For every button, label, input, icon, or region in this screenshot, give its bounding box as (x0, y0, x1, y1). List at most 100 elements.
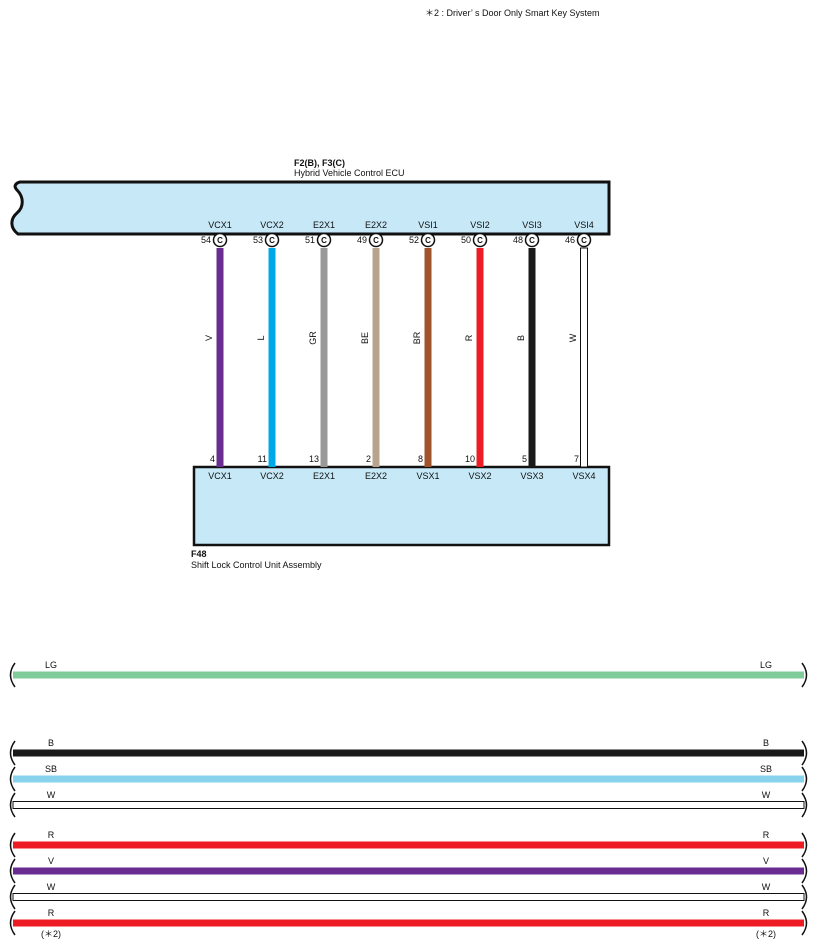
bus-label-right-7: R (763, 908, 770, 918)
connector-terminal-6 (524, 232, 540, 248)
bottom-terminal-label-7: VSX4 (572, 471, 595, 481)
connector-mark-2: C (321, 236, 327, 245)
wire-color-code-5: R (464, 334, 474, 341)
bus-break-left-5 (9, 858, 16, 884)
connector-terminal-0 (212, 232, 228, 248)
bus-note-right-7: (＊2) (756, 929, 776, 939)
connector-terminal-4 (420, 232, 436, 248)
wire-color-code-3: BE (360, 332, 370, 344)
bottom-pin-number-1: 11 (258, 454, 267, 464)
ecu-top-name: Hybrid Vehicle Control ECU (294, 168, 405, 178)
bus-break-right-7 (801, 910, 808, 936)
top-pin-number-1: 53 (253, 235, 263, 245)
bus-break-left-1 (9, 740, 16, 766)
bus-label-right-1: B (763, 738, 769, 748)
bus-break-right-3 (801, 792, 808, 818)
top-terminal-label-6: VSI3 (522, 220, 542, 230)
top-pin-number-5: 50 (461, 235, 471, 245)
top-pin-number-6: 48 (513, 235, 523, 245)
bus-label-left-6: W (47, 882, 56, 892)
wire-line-7 (580, 247, 588, 468)
bus-line-6 (12, 893, 805, 901)
top-terminal-label-1: VCX2 (260, 220, 284, 230)
top-terminal-label-4: VSI1 (418, 220, 438, 230)
bus-label-left-5: V (48, 856, 54, 866)
connector-terminal-7 (576, 232, 592, 248)
bottom-pin-number-5: 10 (465, 454, 475, 464)
ecu-bottom-name: Shift Lock Control Unit Assembly (191, 560, 322, 570)
bottom-terminal-label-0: VCX1 (208, 471, 232, 481)
bus-break-right-2 (801, 766, 808, 792)
bottom-pin-number-0: 4 (210, 454, 215, 464)
bus-break-left-2 (9, 766, 16, 792)
top-terminal-label-5: VSI2 (470, 220, 490, 230)
bottom-pin-number-3: 2 (366, 454, 371, 464)
connector-terminal-3 (368, 232, 384, 248)
top-pin-number-0: 54 (201, 235, 211, 245)
top-pin-number-2: 51 (305, 235, 315, 245)
bus-note-left-7: (＊2) (41, 929, 61, 939)
bus-label-right-4: R (763, 830, 770, 840)
top-terminal-label-3: E2X2 (365, 220, 387, 230)
wire-color-code-2: GR (308, 331, 318, 345)
bottom-pin-number-4: 8 (418, 454, 423, 464)
bus-label-right-6: W (762, 882, 771, 892)
connector-terminal-5 (472, 232, 488, 248)
ecu-bottom-code: F48 (191, 549, 207, 559)
top-pin-number-7: 46 (565, 235, 575, 245)
bus-break-left-7 (9, 910, 16, 936)
bus-label-left-4: R (48, 830, 55, 840)
bus-label-left-3: W (47, 790, 56, 800)
bottom-pin-number-7: 7 (574, 454, 579, 464)
bus-label-right-3: W (762, 790, 771, 800)
connector-mark-7: C (581, 236, 587, 245)
bus-break-right-4 (801, 832, 808, 858)
wire-color-code-4: BR (412, 331, 422, 344)
bottom-terminal-label-6: VSX3 (520, 471, 543, 481)
ecu-top-box (10, 180, 611, 236)
bus-label-left-2: SB (45, 764, 57, 774)
bus-label-left-7: R (48, 908, 55, 918)
bus-break-right-1 (801, 740, 808, 766)
connector-mark-6: C (529, 236, 535, 245)
bottom-terminal-label-2: E2X1 (313, 471, 335, 481)
top-terminal-label-0: VCX1 (208, 220, 232, 230)
bus-break-right-6 (801, 884, 808, 910)
bottom-terminal-label-5: VSX2 (468, 471, 491, 481)
bus-break-left-0 (9, 662, 16, 688)
wire-group: CVCX154V4VCX1CVCX253L11VCX2CE2X151GR13E2… (201, 220, 596, 481)
wire-color-code-0: V (204, 335, 214, 341)
bus-label-right-0: LG (760, 660, 772, 670)
connector-mark-1: C (269, 236, 275, 245)
bus-label-right-5: V (763, 856, 769, 866)
bottom-pin-number-2: 13 (309, 454, 319, 464)
bus-label-left-0: LG (45, 660, 57, 670)
top-terminal-label-2: E2X1 (313, 220, 335, 230)
connector-terminal-1 (264, 232, 280, 248)
connector-terminal-2 (316, 232, 332, 248)
bus-line-3 (12, 801, 805, 809)
footnote: ＊2 : Driver’ s Door Only Smart Key Syste… (425, 8, 600, 18)
bus-break-right-0 (801, 662, 808, 688)
ecu-top-code: F2(B), F3(C) (294, 158, 345, 168)
connector-mark-4: C (425, 236, 431, 245)
connector-mark-5: C (477, 236, 483, 245)
connector-mark-0: C (217, 236, 223, 245)
bus-break-left-3 (9, 792, 16, 818)
top-terminal-label-7: VSI4 (574, 220, 594, 230)
bottom-terminal-label-3: E2X2 (365, 471, 387, 481)
bus-break-right-5 (801, 858, 808, 884)
bus-break-left-4 (9, 832, 16, 858)
wire-color-code-7: W (568, 333, 578, 342)
bottom-terminal-label-4: VSX1 (416, 471, 439, 481)
bus-label-right-2: SB (760, 764, 772, 774)
bottom-terminal-label-1: VCX2 (260, 471, 284, 481)
connector-mark-3: C (373, 236, 379, 245)
bus-group: LG LG B B SB SB W W R R V V W W R R (＊2) (＊2) (9, 660, 808, 939)
top-pin-number-4: 52 (409, 235, 419, 245)
bus-break-left-6 (9, 884, 16, 910)
ecu-bottom-box (192, 465, 611, 547)
wire-color-code-1: L (256, 335, 266, 340)
bus-label-left-1: B (48, 738, 54, 748)
